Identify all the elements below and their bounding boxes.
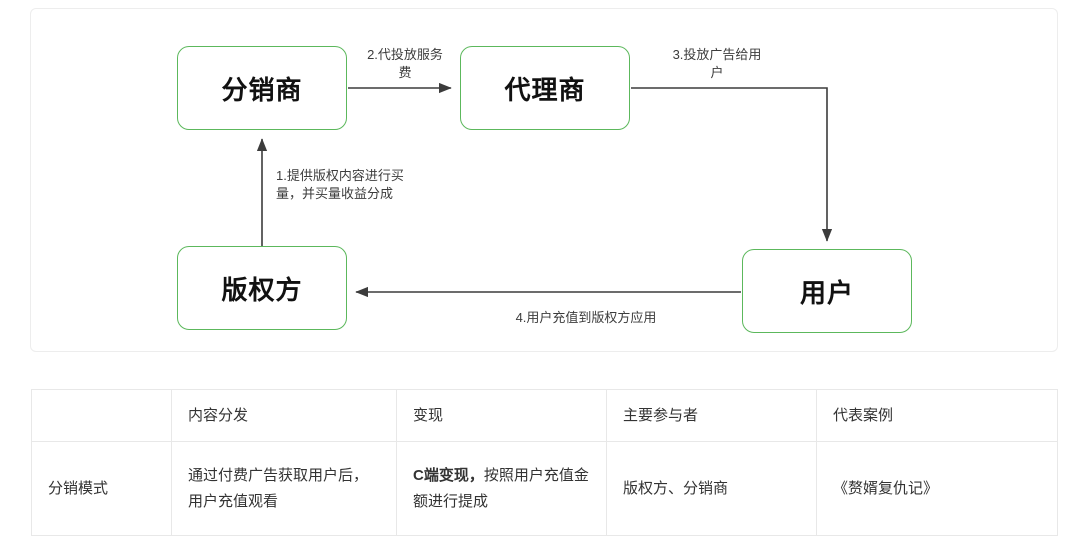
edge-label-1: 1.提供版权内容进行买 量，并买量收益分成 <box>276 168 404 201</box>
diagram-card: 分销商 代理商 版权方 用户 1.提供版权内容进行买 量，并买量收益分成 2.代… <box>30 8 1058 352</box>
table-header-cell-monetization: 变现 <box>396 389 607 442</box>
flow-diagram: 分销商 代理商 版权方 用户 1.提供版权内容进行买 量，并买量收益分成 2.代… <box>31 9 1059 353</box>
table-cell-monetization: C端变现，按照用户充值金额进行提成 <box>396 441 607 536</box>
table-cell-case: 《赘婿复仇记》 <box>816 441 1058 536</box>
flow-node-agency[interactable]: 代理商 <box>460 46 630 130</box>
table-cell-mode: 分销模式 <box>31 441 172 536</box>
flow-node-user[interactable]: 用户 <box>742 249 912 333</box>
table-cell-distribution: 通过付费广告获取用户后，用户充值观看 <box>171 441 397 536</box>
monetization-rest: 按照用户充值金额进行提成 <box>413 466 589 510</box>
table-header-cell-blank <box>31 389 172 442</box>
table-header-row: 内容分发 变现 主要参与者 代表案例 <box>31 389 1058 442</box>
flow-connectors <box>256 82 833 298</box>
table-header-cell-distribution: 内容分发 <box>171 389 397 442</box>
comparison-table: 内容分发 变现 主要参与者 代表案例 分销模式 通过付费广告获取用户后，用户充值… <box>31 389 1058 536</box>
table-cell-participants: 版权方、分销商 <box>606 441 817 536</box>
table-header-cell-case: 代表案例 <box>816 389 1058 442</box>
connector-agency-to-user <box>631 87 833 242</box>
table-row: 分销模式 通过付费广告获取用户后，用户充值观看 C端变现，按照用户充值金额进行提… <box>31 441 1058 536</box>
flow-node-distributor[interactable]: 分销商 <box>177 46 347 130</box>
monetization-bold-lead: C端变现， <box>413 466 484 484</box>
edge-label-3: 3.投放广告给用 户 <box>672 47 762 80</box>
flow-node-copyright[interactable]: 版权方 <box>177 246 347 330</box>
table-header-cell-participants: 主要参与者 <box>606 389 817 442</box>
edge-label-4: 4.用户充值到版权方应用 <box>515 310 657 325</box>
edge-label-2: 2.代投放服务 费 <box>367 47 443 80</box>
